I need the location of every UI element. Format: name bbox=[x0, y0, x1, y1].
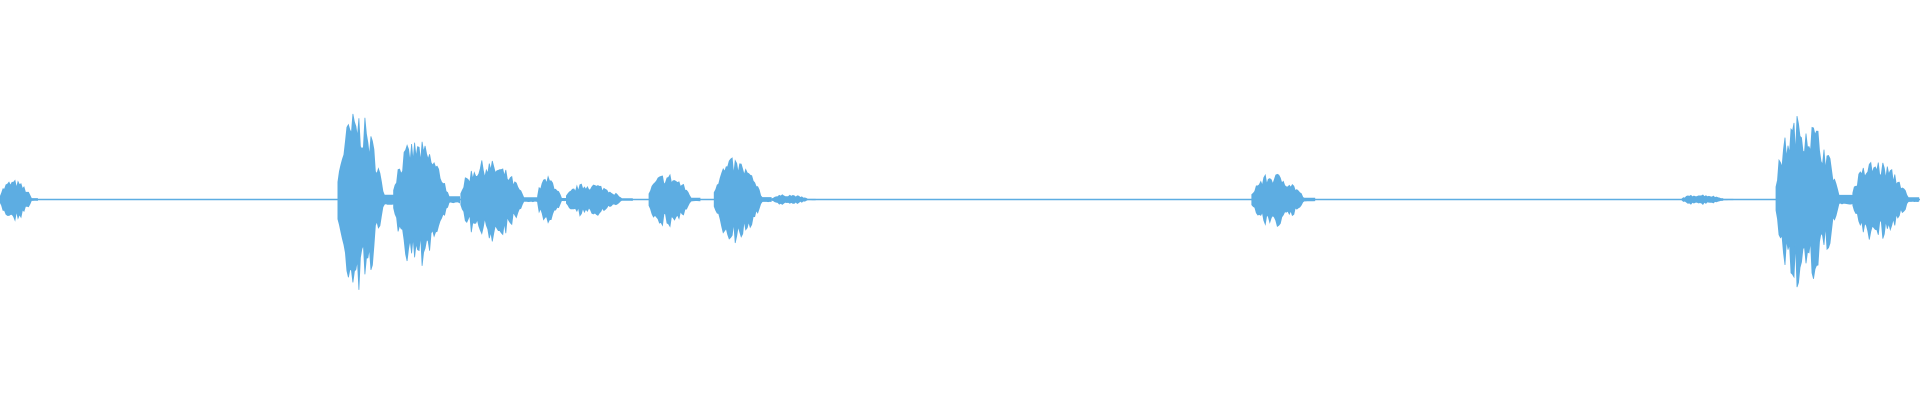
waveform-segment-2 bbox=[393, 141, 460, 266]
waveform-segment-10 bbox=[1681, 194, 1734, 206]
waveform-segment-6 bbox=[648, 173, 701, 228]
waveform-bars bbox=[0, 113, 1920, 290]
waveform-segment-4 bbox=[537, 175, 567, 224]
waveform-segment-12 bbox=[1852, 161, 1920, 240]
waveform-segment-3 bbox=[460, 160, 538, 242]
waveform-segment-11 bbox=[1775, 116, 1853, 288]
waveform-segment-7 bbox=[713, 157, 772, 244]
waveform-segment-1 bbox=[337, 113, 394, 290]
waveform-segment-9 bbox=[1251, 173, 1316, 227]
waveform-segment-5 bbox=[566, 183, 633, 217]
waveform-segment-8 bbox=[771, 194, 816, 205]
waveform-segment-0 bbox=[0, 179, 38, 222]
